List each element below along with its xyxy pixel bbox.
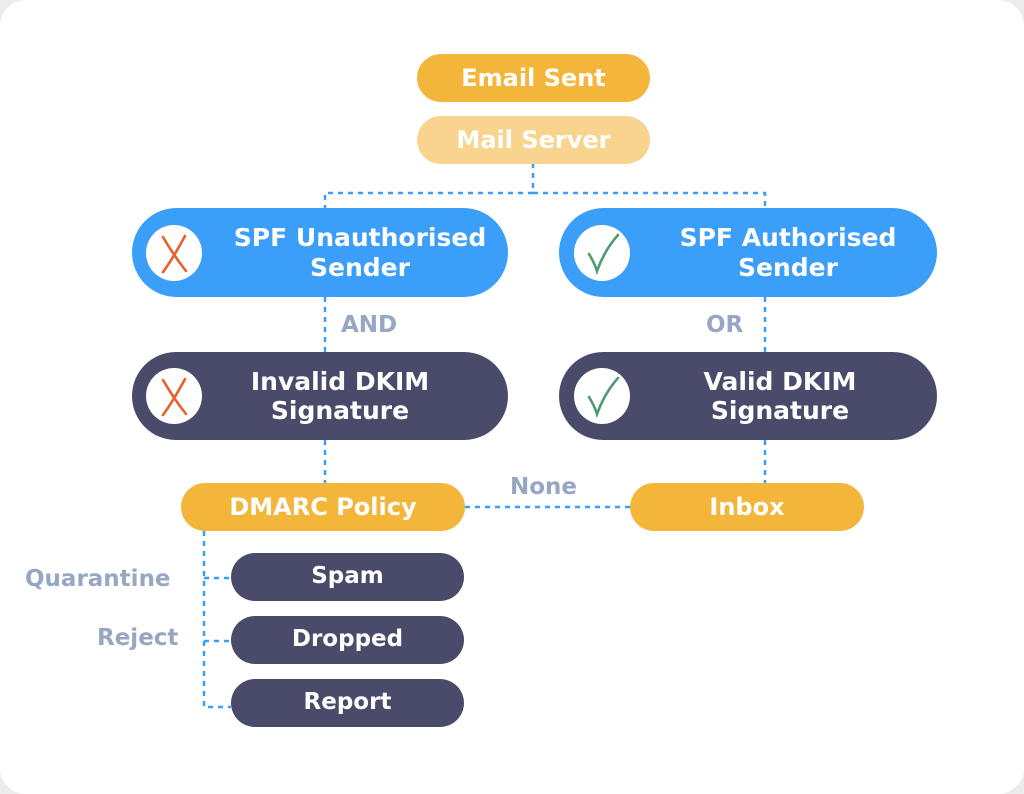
node-valid-dkim-line2: Signature xyxy=(710,396,850,425)
node-inbox-label: Inbox xyxy=(709,492,785,521)
node-valid-dkim-text: Valid DKIM Signature xyxy=(704,367,857,426)
node-spf-authorised-text: SPF Authorised Sender xyxy=(680,223,897,282)
node-spf-unauthorised-line2: Sender xyxy=(310,252,410,282)
node-spf-unauthorised-line1: SPF Unauthorised xyxy=(233,223,487,252)
check-icon xyxy=(574,225,630,281)
cross-icon xyxy=(146,225,202,281)
node-dmarc-policy: DMARC Policy xyxy=(181,483,465,531)
node-report-label: Report xyxy=(303,689,392,716)
node-dropped: Dropped xyxy=(231,616,464,664)
edge-label-reject: Reject xyxy=(97,625,179,651)
node-valid-dkim-line1: Valid DKIM xyxy=(703,366,857,396)
node-spam: Spam xyxy=(231,553,464,601)
node-spam-label: Spam xyxy=(311,563,384,590)
edge-label-or: OR xyxy=(706,312,744,338)
edge-label-and: AND xyxy=(341,312,398,338)
node-report: Report xyxy=(231,679,464,727)
node-spf-unauthorised-text: SPF Unauthorised Sender xyxy=(234,223,486,282)
node-invalid-dkim-line1: Invalid DKIM xyxy=(250,366,430,396)
node-dropped-label: Dropped xyxy=(291,626,404,653)
node-dmarc-policy-label: DMARC Policy xyxy=(229,492,417,521)
connector-mailserver-split xyxy=(323,163,767,208)
connector-dmarc-to-outcomes xyxy=(202,531,231,709)
node-email-sent: Email Sent xyxy=(417,54,650,102)
node-inbox: Inbox xyxy=(630,483,864,531)
edge-label-quarantine: Quarantine xyxy=(25,566,171,592)
edge-label-none: None xyxy=(510,474,578,500)
node-spf-authorised-line2: Sender xyxy=(738,252,838,282)
node-invalid-dkim-text: Invalid DKIM Signature xyxy=(251,367,429,426)
cross-icon xyxy=(146,368,202,424)
node-spf-authorised: SPF Authorised Sender xyxy=(559,208,937,297)
node-spf-authorised-line1: SPF Authorised xyxy=(679,223,897,252)
node-email-sent-label: Email Sent xyxy=(461,63,606,92)
node-invalid-dkim-line2: Signature xyxy=(270,396,410,425)
check-icon xyxy=(574,368,630,424)
node-mail-server-label: Mail Server xyxy=(456,125,611,154)
node-mail-server: Mail Server xyxy=(417,116,650,164)
